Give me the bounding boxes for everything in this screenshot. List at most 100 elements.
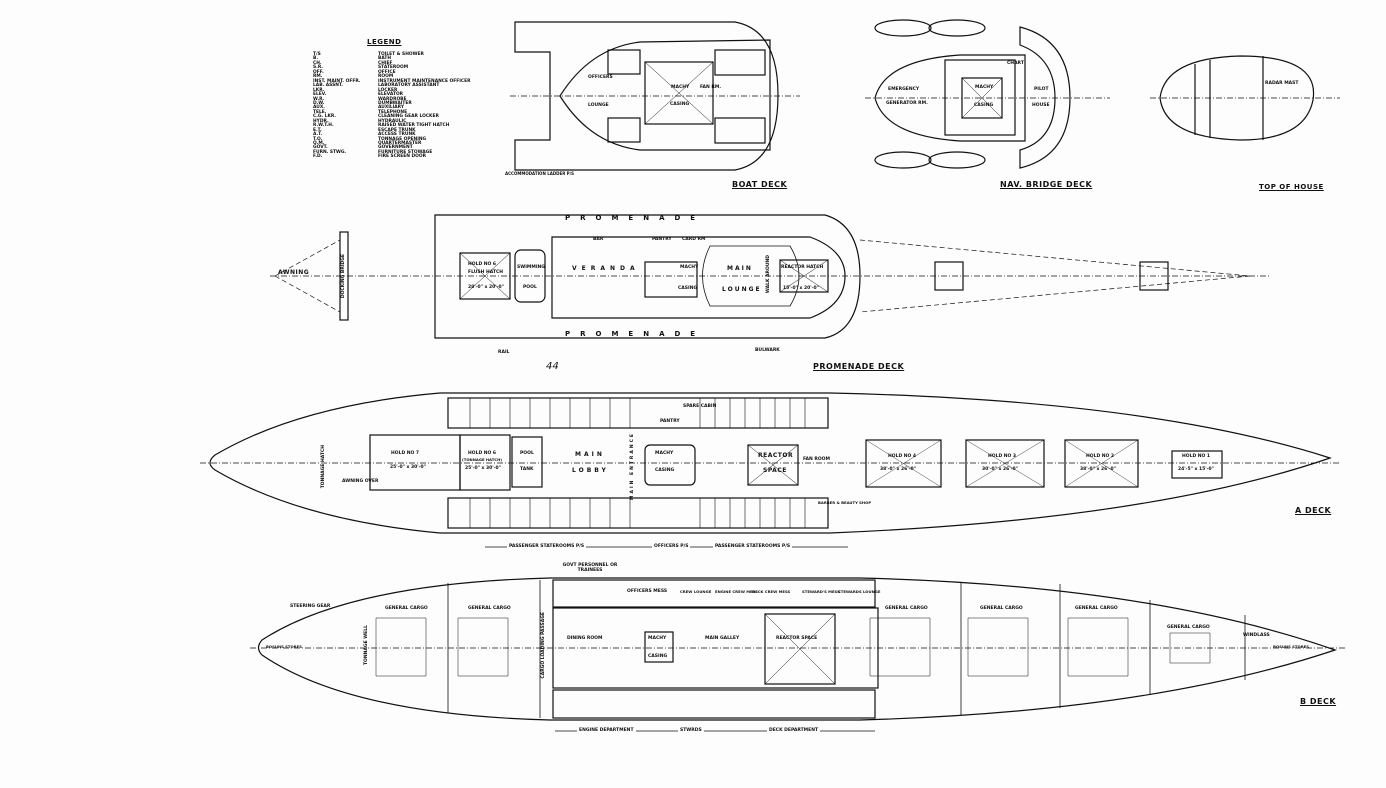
dimension-passenger-staterooms-fwd: PASSENGER STATEROOMS P/S [713,544,793,550]
legend-meaning: ROOM [378,74,394,80]
crew-lounge-label: CREW LOUNGE [680,589,712,594]
legend-abbreviation: TELE. [313,109,327,115]
legend-row: OFF. OFFICE [313,70,396,75]
stewards-lounge-label: STEWARDS LOUNGE [838,589,881,594]
legend-abbreviation: A.T. [313,132,323,138]
legend-meaning: HYDRAULIC [378,118,407,124]
b-deck-title: B DECK [1300,697,1337,706]
legend-row: C.G. LKR. CLEANING GEAR LOCKER [313,114,439,119]
legend-meaning: OFFICE [378,69,396,75]
legend-row: AUX.AUXILIARY [313,105,404,110]
nav-bridge-outline [865,19,1110,169]
sheet-mark: 44 [546,361,559,372]
prom-hold6-label: HOLD NO 6 [468,262,497,267]
chart-room-label: CHART [1007,61,1024,66]
legend-abbreviation: R.W.T.H. [313,123,334,129]
a-hold6-dim: 25'-0" x 30'-0" [465,466,502,471]
legend-meaning: CLEANING GEAR LOCKER [378,114,439,120]
dimension-passenger-staterooms-aft: PASSENGER STATEROOMS P/S [507,544,587,550]
generator-room-label: GENERATOR RM. [886,101,928,106]
b-machy-label: MACHY [648,636,667,641]
docking-bridge-label: DOCKING BRIDGE [341,254,346,299]
legend-meaning: TOILET & SHOWER [378,52,424,57]
a-tank-label: TANK [520,467,534,472]
main-entrance-label: MAIN ENTRANCE [630,432,635,500]
a-deck-title: A DECK [1295,506,1332,515]
awning-label: AWNING [278,269,310,276]
promenade-stbd-label: PROMENADE [565,330,706,338]
legend-row: LAB. ASSNT.LABORATORY ASSISTANT [313,83,439,88]
legend-meaning: LOCKER [378,87,398,93]
fan-room-label: FAN ROOM [803,457,830,462]
legend-row: HYDR. HYDRAULIC [313,119,406,124]
legend-row: GOVT.GOVERNMENT [313,145,413,150]
promenade-deck-title: PROMENADE DECK [813,362,905,371]
bosuns-stores-label: BOSUNS STORES [1273,644,1309,649]
deck-department-label: DECK DEPARTMENT [767,728,821,734]
legend-abbreviation: Q.M. [313,141,325,146]
legend-abbreviation: LKR. [313,87,325,93]
engine-department-label: ENGINE DEPARTMENT [577,728,636,734]
windlass-label: WINDLASS [1243,633,1270,638]
veranda-label: VERANDA [572,265,640,272]
legend-row: D.W.DUMBWAITER [313,101,412,106]
boat-casing-label: CASING [670,102,690,107]
hold2-label: HOLD NO 2 [1086,454,1115,459]
legend-abbreviation: HYDR. [313,118,329,124]
lobby-label: LOBBY [572,467,609,474]
boat-deck-title: BOAT DECK [732,180,788,189]
house-label: HOUSE [1032,103,1050,108]
pilot-label: PILOT [1034,87,1049,92]
legend-abbreviation: C.G. LKR. [313,114,337,120]
general-cargo-6: GENERAL CARGO [1167,625,1210,630]
legend-abbreviation: GOVT. [313,145,328,151]
legend-row: FURN. STWG.FURNITURE STOWAGE [313,150,432,155]
dimension-officers: OFFICERS P/S [652,544,691,550]
reactor-space-label: REACTOR SPACE [776,636,818,641]
boat-lounge-label: LOUNGE [588,103,609,108]
legend-meaning: RAISED WATER TIGHT HATCH [378,123,450,129]
prom-casing-label: CASING [678,286,698,291]
hold7-dim: 25'-0" x 30'-0" [390,465,427,470]
officers-mess-label: OFFICERS MESS [627,589,668,594]
govt-personnel-label: GOVT PERSONNEL OR TRAINEES [562,563,618,573]
hold3-label: HOLD NO 3 [988,454,1017,459]
rail-label: RAIL [498,350,510,355]
legend-row: CH.CHIEF [313,61,393,66]
legend-abbreviation: D.W. [313,100,325,106]
legend-row: RM.ROOM [313,74,393,79]
nav-machy-label: MACHY [975,85,994,90]
reactor-hatch-label: REACTOR HATCH [781,265,824,270]
awning-over-label: AWNING OVER [342,479,379,484]
lounge-label: LOUNGE [722,286,762,293]
hold2-dim: 38'-0" x 26'-0" [1080,467,1117,472]
a-main-label: MAIN [575,451,605,458]
flush-hatch-label: FLUSH HATCH [468,270,504,275]
a-hold6-label: HOLD NO 6 [468,451,497,456]
reactor-hatch-dim: 15'-0" x 20'-0" [783,286,820,291]
promenade-port-label: PROMENADE [565,214,706,222]
dining-room-label: DINING ROOM [567,636,603,641]
pantry-label: PANTRY [652,237,672,242]
a-pantry-label: PANTRY [660,419,680,424]
general-cargo-4: GENERAL CARGO [980,606,1023,611]
legend-abbreviation: B. [313,56,319,62]
legend-row: TELE. TELEPHONE [313,110,407,115]
hold1-dim: 24'-5" x 15'-0" [1178,467,1215,472]
legend-meaning: BATH [378,56,392,62]
legend-row: E.T.ESCAPE TRUNK [313,128,416,133]
deck-crew-mess-label: DECK CREW MESS [752,589,791,594]
legend-meaning: TELEPHONE [378,109,408,115]
stewards-mess-label: STEWARD'S MESS [802,589,840,594]
bar-label: BAR [593,237,604,242]
legend-row: INST. MAINT. OFFR.INSTRUMENT MAINTENANCE… [313,79,471,84]
general-cargo-5: GENERAL CARGO [1075,606,1118,611]
nav-casing-label: CASING [974,103,994,108]
promenade-deck-outline [270,214,1270,339]
nav-bridge-deck-title: NAV. BRIDGE DECK [1000,180,1093,189]
accommodation-ladder-label: ACCOMMODATION LADDER P/S [505,171,574,176]
legend-meaning: INSTRUMENT MAINTENANCE OFFICER [378,78,471,84]
swimming-label: SWIMMING [517,265,545,270]
legend-abbreviation: OFF. [313,69,324,75]
walk-around-label: WALK AROUND [766,255,771,294]
